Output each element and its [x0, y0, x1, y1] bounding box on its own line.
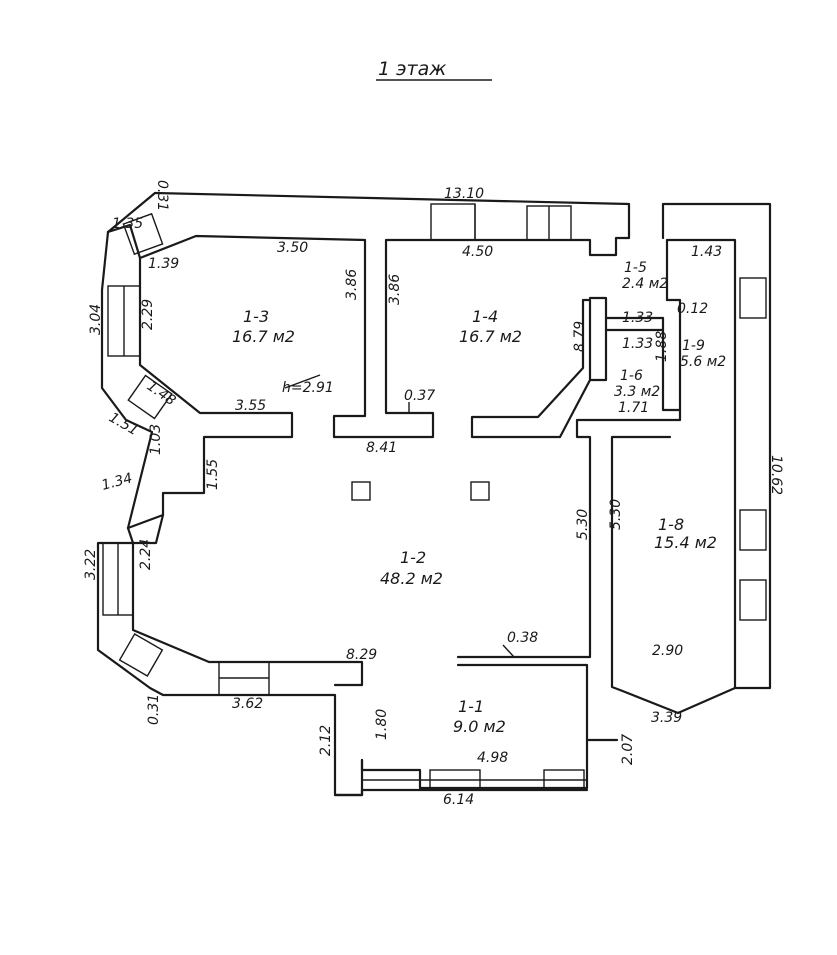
dim-0-38: 0.38 [507, 630, 538, 646]
dim-4-98: 4.98 [477, 750, 508, 766]
dim-3-62: 3.62 [232, 696, 263, 712]
room-1-9-id: 1-9 [682, 338, 705, 354]
dim-3-22: 3.22 [83, 549, 99, 580]
dim-1-34: 1.34 [100, 470, 134, 494]
dim-2-90: 2.90 [652, 643, 683, 659]
room-1-3-area: 16.7 м2 [232, 327, 295, 346]
dim-1-51: 1.51 [106, 410, 141, 439]
dim-6-14: 6.14 [443, 792, 474, 808]
floor-title: 1 этаж [378, 58, 446, 80]
dim-2-07: 2.07 [620, 734, 636, 765]
dim-1-39: 1.39 [148, 256, 179, 272]
room-1-6-id: 1-6 [620, 368, 643, 384]
room-1-1-id: 1-1 [458, 697, 484, 716]
dim-2-12: 2.12 [318, 725, 334, 756]
dim-2-29: 2.29 [140, 299, 156, 330]
dim-5-30-b: 5.30 [608, 499, 624, 530]
room-1-9-area: 5.6 м2 [680, 354, 726, 370]
dim-1-55: 1.55 [205, 459, 221, 490]
dim-1-33-a: 1.33 [622, 310, 653, 326]
dim-3-55: 3.55 [235, 398, 266, 414]
dim-1-03: 1.03 [148, 424, 164, 455]
dim-8-29: 8.29 [346, 647, 377, 663]
room-1-4-id: 1-4 [472, 307, 498, 326]
dim-3-50: 3.50 [277, 240, 308, 256]
dim-0-31-top: 0.31 [154, 180, 170, 211]
dim-2-24: 2.24 [138, 539, 154, 570]
room-1-3-id: 1-3 [243, 307, 269, 326]
dim-1-88: 1.88 [654, 331, 670, 362]
dim-8-41: 8.41 [366, 440, 397, 456]
dim-3-39: 3.39 [651, 710, 682, 726]
dim-0-12: 0.12 [677, 301, 708, 317]
dim-3-86-a: 3.86 [344, 269, 360, 300]
dim-0-31-bottom: 0.31 [146, 694, 162, 725]
room-1-5-id: 1-5 [624, 260, 647, 276]
dim-right-overall: 10.62 [768, 455, 784, 495]
room-1-4-area: 16.7 м2 [459, 327, 522, 346]
room-1-2-id: 1-2 [400, 548, 426, 567]
ceiling-height: h=2.91 [282, 380, 334, 396]
dim-1-80: 1.80 [374, 709, 390, 740]
dim-3-04: 3.04 [88, 304, 104, 335]
room-1-1-area: 9.0 м2 [453, 717, 506, 736]
dim-3-86-b: 3.86 [387, 274, 403, 305]
dim-top-overall: 13.10 [444, 186, 484, 202]
dim-1-43: 1.43 [691, 244, 722, 260]
dim-5-30-a: 5.30 [575, 509, 591, 540]
room-1-6-area: 3.3 м2 [614, 384, 660, 400]
dim-0-37: 0.37 [404, 388, 435, 404]
labels: 1 этаж 1-3 16.7 м2 1-4 16.7 м2 1-2 48.2 … [83, 58, 784, 808]
dim-4-50: 4.50 [462, 244, 493, 260]
room-1-8-area: 15.4 м2 [654, 533, 717, 552]
room-1-5-area: 2.4 м2 [622, 276, 668, 292]
room-1-2-area: 48.2 м2 [380, 569, 443, 588]
dim-1-48: 1.48 [144, 378, 179, 409]
room-1-8-id: 1-8 [658, 515, 684, 534]
walls [96, 191, 772, 797]
dim-1-33-b: 1.33 [622, 336, 653, 352]
dim-1-71: 1.71 [618, 400, 649, 416]
dim-8-79: 8.79 [572, 321, 588, 352]
dim-1-35: 1.35 [112, 216, 143, 232]
